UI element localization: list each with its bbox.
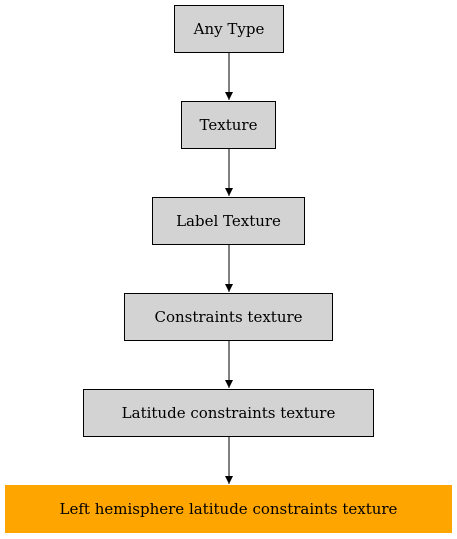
node-texture[interactable]: Texture <box>181 101 276 149</box>
node-label-texture[interactable]: Label Texture <box>152 197 305 245</box>
node-constraints-texture[interactable]: Constraints texture <box>124 293 333 341</box>
node-any-type[interactable]: Any Type <box>174 5 284 53</box>
node-left-hemisphere-latitude-constraints-texture[interactable]: Left hemisphere latitude constraints tex… <box>5 485 452 533</box>
node-latitude-constraints-texture[interactable]: Latitude constraints texture <box>83 389 374 437</box>
